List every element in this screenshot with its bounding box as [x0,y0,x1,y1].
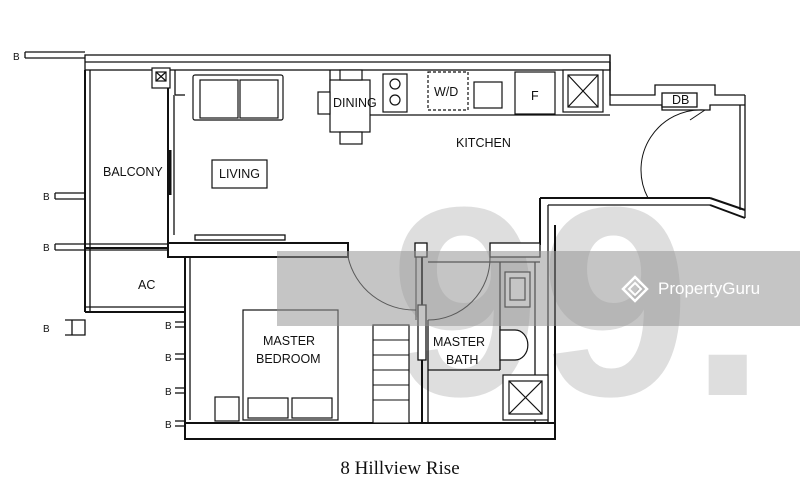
washer-dryer [427,71,469,111]
bedside-table [214,396,240,422]
bay-marker: B [165,321,172,332]
master-bedroom-label-line1: MASTER [263,334,315,348]
master-bedroom-label-line2: BEDROOM [256,352,321,366]
watermark-brand: PropertyGuru [620,251,760,326]
room-labels: BALCONY LIVING DINING KITCHEN AC MASTER … [103,85,689,367]
master-bath-label-line2: BATH [446,353,478,367]
propertyguru-logo-icon [621,274,649,303]
db-label: DB [672,93,689,107]
washer-dryer-label: W/D [434,85,458,99]
sink [473,81,503,109]
bay-marker: B [165,387,172,398]
walls [84,54,746,440]
living-label: LIVING [219,167,260,181]
bay-windows [24,51,185,427]
balcony-label: BALCONY [103,165,163,179]
master-bath-label-line1: MASTER [433,335,485,349]
bay-marker: B [43,324,50,335]
plan-caption: 8 Hillview Rise [340,458,460,479]
bay-marker: B [43,192,50,203]
dining-label: DINING [333,96,377,110]
toilet [499,329,529,361]
wardrobe [372,324,410,424]
db-box [661,92,698,108]
living-label-box [211,159,268,189]
ac-label: AC [138,278,155,292]
watermark-band [277,251,800,326]
fridge [514,71,556,115]
fixtures [151,67,604,424]
bay-window-markers: B B B B B B B B [13,52,172,431]
bay-marker: B [165,420,172,431]
bay-marker: B [165,353,172,364]
watermark-brand-text: PropertyGuru [658,278,761,298]
bottom-wall [184,422,556,440]
bedroom-bay-ticks [175,321,185,427]
kitchen-label: KITCHEN [456,136,511,150]
bay-marker: B [13,52,20,63]
fridge-label: F [531,89,539,103]
bay-marker: B [43,243,50,254]
